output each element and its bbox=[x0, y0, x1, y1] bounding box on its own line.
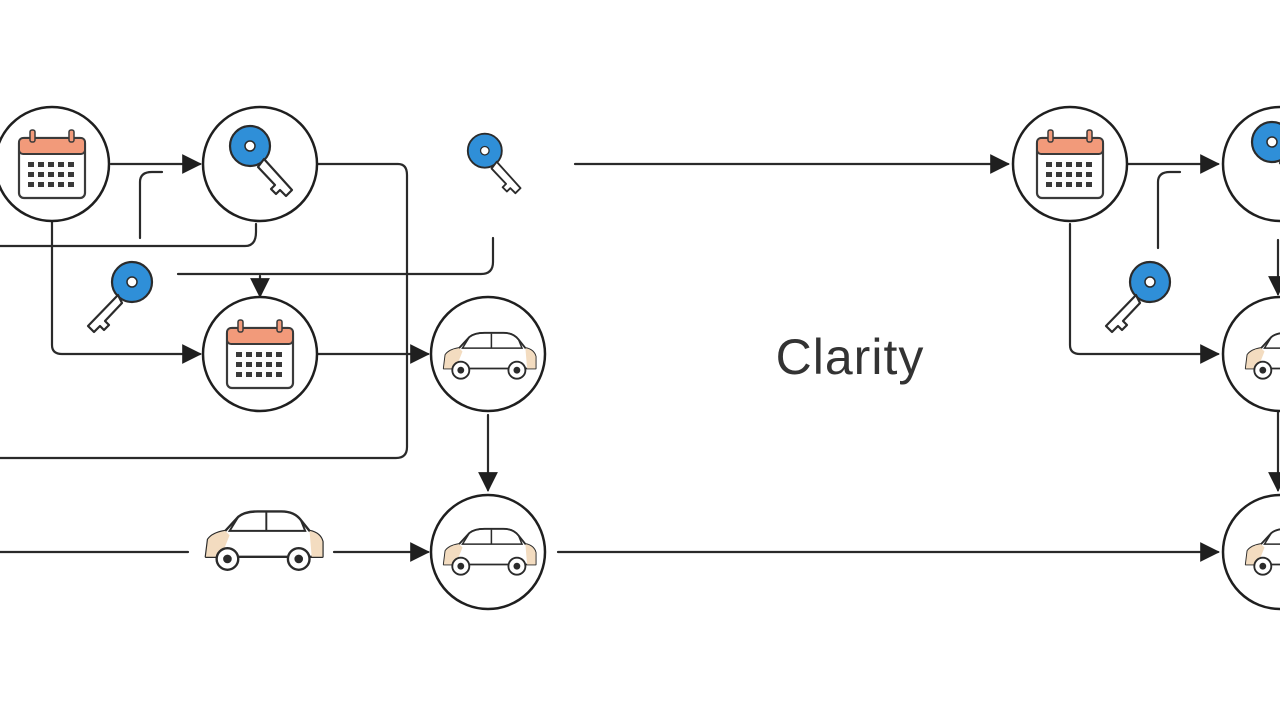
arrow-cal1-cal2 bbox=[50, 220, 202, 364]
calendar-icon bbox=[1035, 128, 1105, 200]
node-key-4 bbox=[1221, 105, 1280, 223]
line-key1-return bbox=[0, 162, 409, 460]
arrow-cal3-car3 bbox=[1068, 222, 1220, 364]
key-icon bbox=[466, 132, 522, 195]
key-icon bbox=[86, 260, 154, 334]
calendar-icon bbox=[17, 128, 87, 200]
connectors-cross bbox=[556, 154, 1220, 562]
line-right-bracket bbox=[1156, 170, 1182, 250]
line-short-bracket bbox=[138, 170, 164, 240]
calendar-icon bbox=[225, 318, 295, 390]
line-key3-return bbox=[176, 236, 495, 276]
connectors-left bbox=[0, 154, 498, 562]
line-key1-loop bbox=[0, 222, 258, 248]
key-icon bbox=[1104, 260, 1172, 334]
car-icon bbox=[204, 510, 324, 571]
node-calendar-3 bbox=[1011, 105, 1129, 223]
node-car-3 bbox=[1221, 295, 1280, 413]
node-calendar-2 bbox=[201, 295, 319, 413]
center-label: Clarity bbox=[775, 329, 925, 385]
connectors-right bbox=[1068, 154, 1280, 492]
node-key-1 bbox=[201, 105, 319, 223]
node-car-4 bbox=[1221, 493, 1280, 611]
node-car-1 bbox=[429, 295, 547, 413]
node-calendar-1 bbox=[0, 105, 111, 223]
node-car-2 bbox=[429, 493, 547, 611]
